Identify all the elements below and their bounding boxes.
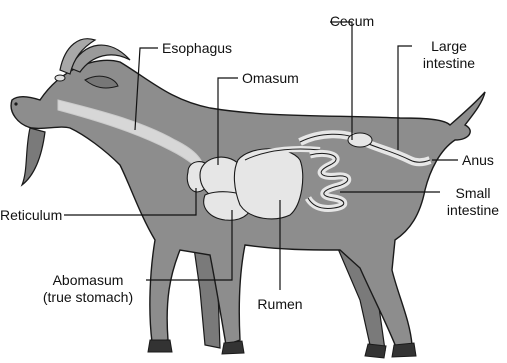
goat-eye <box>55 75 65 81</box>
label-large-intestine-line1: Large <box>416 38 482 54</box>
label-small-intestine-line1: Small <box>440 185 506 201</box>
label-abomasum-line2: (true stomach) <box>30 289 146 305</box>
label-abomasum-line1: Abomasum <box>30 272 146 288</box>
goat-beard <box>22 128 45 185</box>
label-large-intestine-line2: intestine <box>416 55 482 71</box>
label-anus: Anus <box>462 152 494 168</box>
hoof-3 <box>392 343 416 357</box>
rumen <box>234 149 302 219</box>
hoof-2 <box>222 341 244 354</box>
label-rumen: Rumen <box>250 296 310 312</box>
hoof-1 <box>148 340 172 352</box>
label-cecum: Cecum <box>318 13 386 29</box>
label-reticulum: Reticulum <box>0 207 62 223</box>
hoof-4 <box>365 344 386 358</box>
label-esophagus: Esophagus <box>162 40 232 56</box>
label-omasum: Omasum <box>242 70 299 86</box>
label-small-intestine-line2: intestine <box>440 202 506 218</box>
goat-nostril <box>14 102 17 105</box>
